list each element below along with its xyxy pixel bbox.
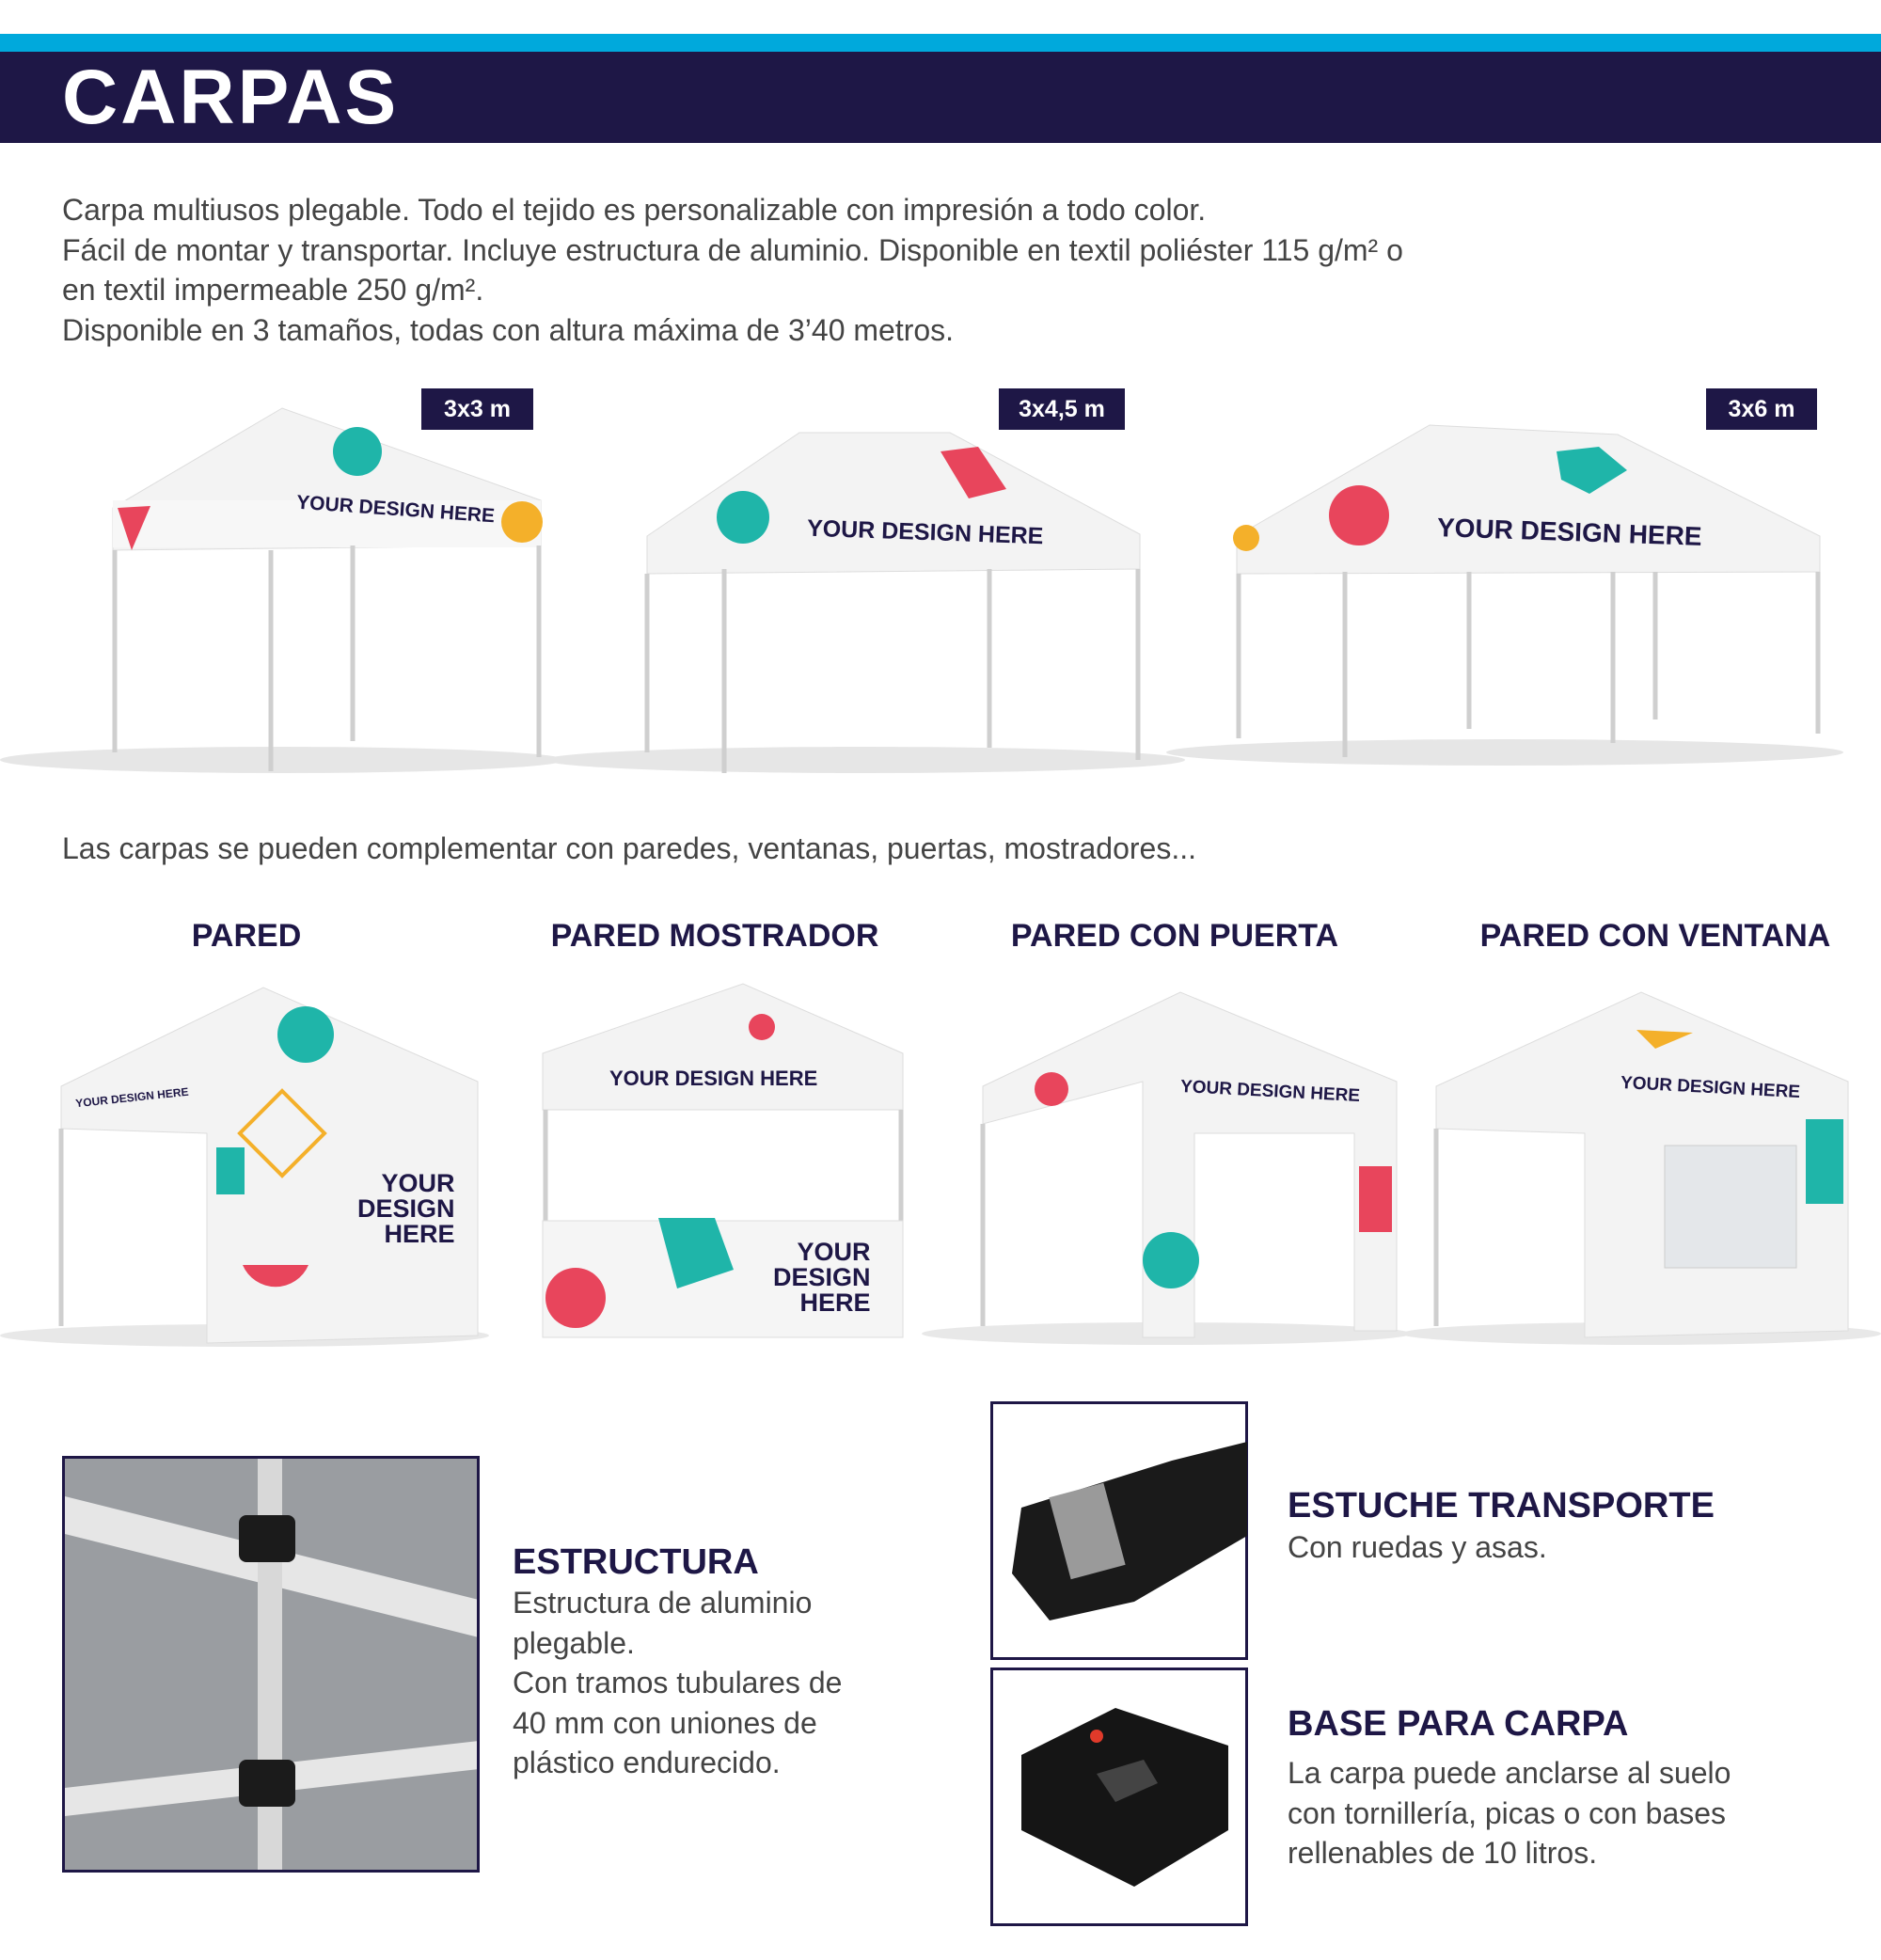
description-line: plegable. [513,1625,635,1660]
wall-tent-images [0,983,1881,1347]
intro-line: Carpa multiusos plegable. Todo el tejido… [62,193,1207,227]
description-line: con tornillería, picas o con bases [1288,1795,1727,1830]
size-badge-3x45: 3x4,5 m [999,388,1125,430]
wall-heading: PARED MOSTRADOR [550,918,879,954]
tent-images [0,407,1843,773]
wall-print-line: DESIGN [773,1263,871,1291]
carry-bag-illustration [1012,1442,1247,1620]
base-description: La carpa puede anclarse al suelo con tor… [1288,1753,1731,1873]
description-line: La carpa puede anclarse al suelo [1288,1756,1731,1790]
wall-heading: PARED CON VENTANA [1479,918,1831,954]
wall-print-line: YOUR [381,1169,455,1197]
tent-3x45 [545,432,1185,773]
estuche-description: Con ruedas y asas. [1288,1530,1547,1564]
base-title: BASE PARA CARPA [1288,1704,1629,1744]
wall-print-line: YOUR [797,1238,871,1266]
size-badge-3x6: 3x6 m [1706,388,1817,430]
wall-print-line: DESIGN [357,1194,455,1223]
wall-heading: PARED CON PUERTA [1010,918,1339,954]
page-title: CARPAS [62,55,400,140]
estructura-title: ESTRUCTURA [513,1542,759,1582]
tent-pared-con-puerta [922,991,1411,1345]
tent-pared-mostrador [542,983,904,1338]
tent-weight-base-illustration [1021,1708,1228,1887]
size-badge-3x3: 3x3 m [421,388,533,430]
estructura-photo [62,1456,480,1873]
intro-line: Fácil de montar y transportar. Incluye e… [62,232,1403,267]
description-line: 40 mm con uniones de [513,1705,817,1740]
wall-heading: PARED [191,918,302,954]
base-photo [990,1668,1248,1926]
estructura-description: Estructura de aluminio plegable. Con tra… [513,1583,842,1783]
intro-line: en textil impermeable 250 g/m². [62,273,484,307]
tent-pared-con-ventana [1401,991,1881,1345]
tent-print-text: YOUR DESIGN HERE [609,1067,818,1090]
accent-bar [0,34,1881,52]
estuche-photo [990,1401,1248,1660]
wall-print-line: HERE [799,1288,871,1317]
estuche-title: ESTUCHE TRANSPORTE [1288,1486,1715,1525]
tent-3x3 [0,407,564,773]
description-line: Estructura de aluminio [513,1586,813,1620]
intro-text: Carpa multiusos plegable. Todo el tejido… [62,190,1403,350]
description-line: rellenables de 10 litros. [1288,1836,1598,1870]
description-line: plástico endurecido. [513,1746,781,1779]
tent-pared [0,987,489,1347]
description-line: Con tramos tubulares de [513,1666,843,1699]
tent-3x6 [1166,424,1843,766]
frame-joint-illustration [65,1459,477,1870]
intro-line: Disponible en 3 tamaños, todas con altur… [62,312,955,347]
wall-print-line: HERE [384,1220,455,1248]
header-bar [0,52,1881,143]
complement-text: Las carpas se pueden complementar con pa… [62,831,1197,865]
